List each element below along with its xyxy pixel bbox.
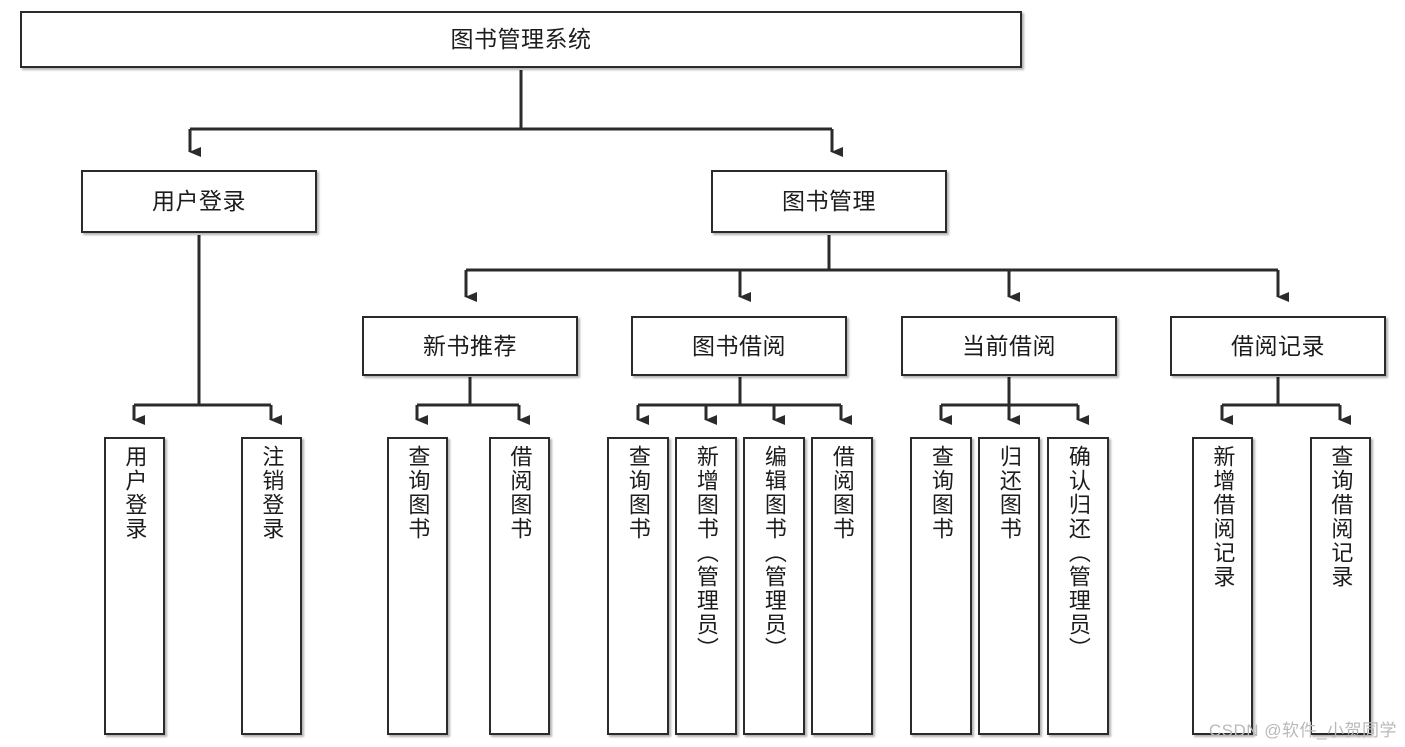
node-label: 归还图书 (996, 445, 1022, 541)
node-book-borrow[interactable]: 图书借阅 (631, 316, 847, 376)
node-label: 注销登录 (259, 445, 285, 541)
leaf-user-login[interactable]: 用户登录 (104, 437, 165, 735)
node-label: 新增图书（管理员） (693, 445, 719, 661)
leaf-borrow-edit-book-admin[interactable]: 编辑图书（管理员） (743, 437, 805, 735)
node-label: 图书管理系统 (450, 26, 592, 53)
leaf-recommend-borrow-book[interactable]: 借阅图书 (489, 437, 550, 735)
node-label: 借阅记录 (1231, 332, 1325, 359)
node-root-system[interactable]: 图书管理系统 (20, 11, 1022, 68)
node-label: 当前借阅 (962, 332, 1056, 359)
leaf-current-confirm-return-admin[interactable]: 确认归还（管理员） (1047, 437, 1109, 735)
node-label: 查询图书 (928, 445, 954, 541)
leaf-current-return-book[interactable]: 归还图书 (978, 437, 1040, 735)
node-label: 新增借阅记录 (1210, 445, 1236, 589)
node-label: 查询图书 (405, 445, 431, 541)
node-borrow-record[interactable]: 借阅记录 (1170, 316, 1386, 376)
node-label: 新书推荐 (423, 332, 517, 359)
node-label: 确认归还（管理员） (1065, 445, 1091, 661)
leaf-recommend-query-book[interactable]: 查询图书 (387, 437, 448, 735)
node-label: 编辑图书（管理员） (761, 445, 787, 661)
node-label: 借阅图书 (829, 445, 855, 541)
csdn-watermark: CSDN @软件_小贺同学 (1208, 721, 1397, 740)
leaf-record-add-record[interactable]: 新增借阅记录 (1192, 437, 1253, 735)
leaf-record-query-record[interactable]: 查询借阅记录 (1310, 437, 1371, 735)
node-new-book-recommend[interactable]: 新书推荐 (362, 316, 578, 376)
leaf-borrow-add-book-admin[interactable]: 新增图书（管理员） (675, 437, 737, 735)
node-label: 借阅图书 (507, 445, 533, 541)
node-label: 用户登录 (152, 188, 246, 215)
node-label: 图书借阅 (692, 332, 786, 359)
node-label: 查询借阅记录 (1328, 445, 1354, 589)
leaf-borrow-borrow-book[interactable]: 借阅图书 (811, 437, 873, 735)
node-user-login[interactable]: 用户登录 (81, 170, 317, 233)
node-label: 查询图书 (625, 445, 651, 541)
leaf-current-query-book[interactable]: 查询图书 (910, 437, 972, 735)
leaf-user-logout[interactable]: 注销登录 (241, 437, 302, 735)
leaf-borrow-query-book[interactable]: 查询图书 (607, 437, 669, 735)
node-current-borrow[interactable]: 当前借阅 (901, 316, 1117, 376)
node-book-management[interactable]: 图书管理 (711, 170, 947, 233)
node-label: 图书管理 (782, 188, 876, 215)
node-label: 用户登录 (122, 445, 148, 541)
